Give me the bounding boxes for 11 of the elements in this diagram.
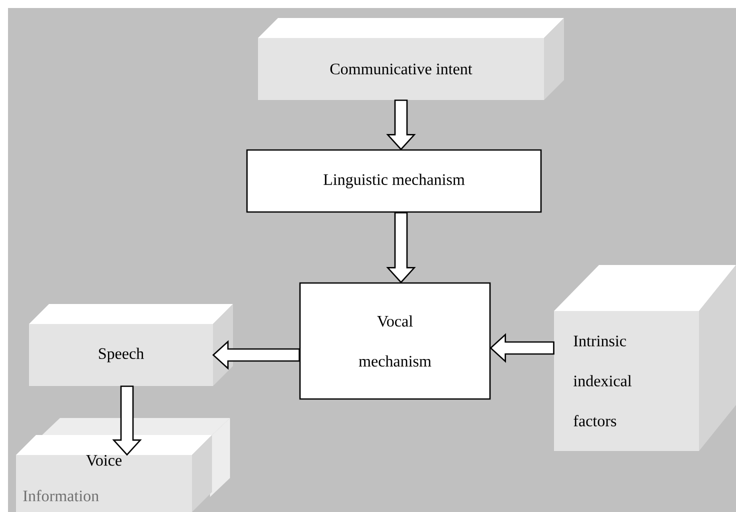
box-label: Information — [23, 490, 99, 502]
block-arrow — [386, 212, 416, 284]
cube-box: Speech — [29, 304, 233, 386]
block-arrow — [112, 386, 142, 456]
process-box: Linguistic mechanism — [246, 149, 542, 213]
cube-box: Communicative intent — [258, 18, 564, 100]
block-arrow — [212, 340, 300, 370]
block-arrow — [490, 333, 554, 363]
block-arrow — [386, 100, 416, 150]
cube-box: Intrinsic indexical factors — [554, 265, 736, 451]
process-box: Vocal mechanism — [299, 282, 491, 400]
